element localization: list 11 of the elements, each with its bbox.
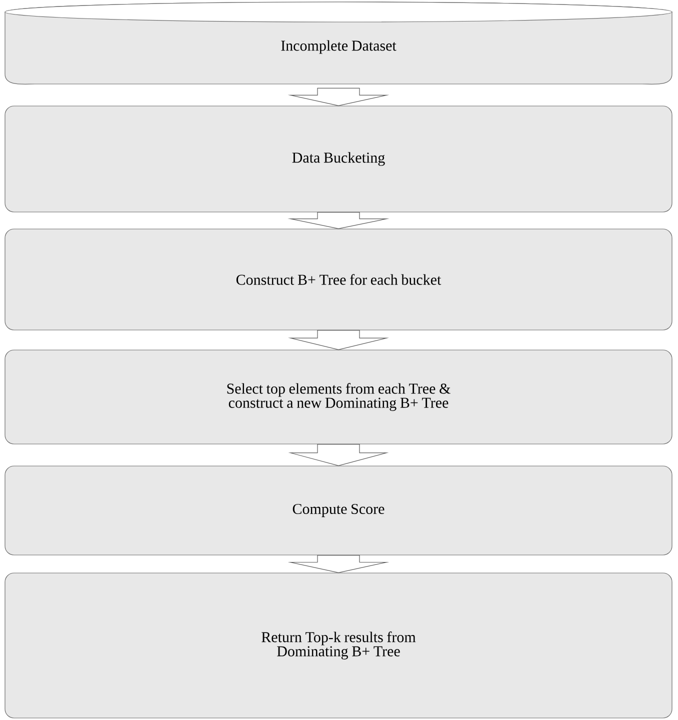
block-arrow: [288, 555, 390, 573]
storage-cylinder: Incomplete Dataset: [4, 2, 672, 84]
block-arrow: [288, 330, 390, 350]
block-arrow: [288, 212, 390, 229]
block-arrow: [288, 444, 389, 466]
process-box: Return Top-k results from Dominating B+ Tree: [4, 572, 672, 718]
process-box: Data Bucketing: [4, 106, 672, 212]
process-box: Construct B+ Tree for each bucket: [4, 228, 672, 330]
process-box: Compute Score: [4, 466, 672, 556]
block-arrow: [288, 88, 390, 106]
process-box: Select top elements from each Tree & construct a new Dominating B+ Tree: [4, 350, 672, 444]
